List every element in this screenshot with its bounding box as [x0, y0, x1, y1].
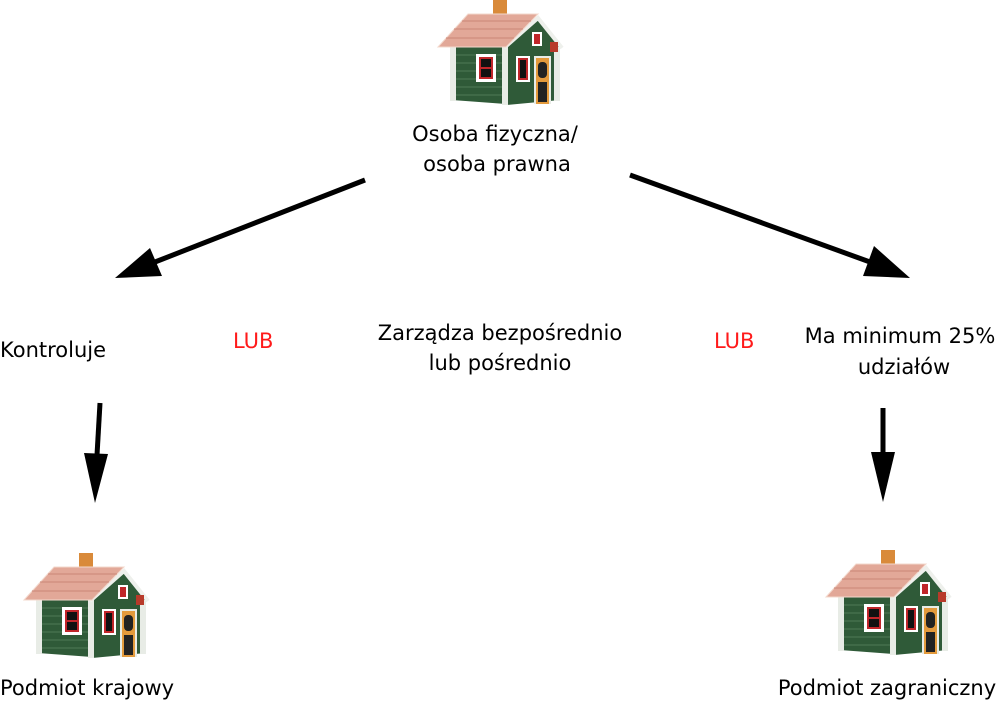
- foreign-entity-label: Podmiot zagraniczny: [777, 676, 997, 700]
- condition-shares-line2: udziałów: [857, 355, 951, 379]
- domestic-entity-house-icon: [22, 551, 150, 660]
- or-label-right: LUB: [714, 329, 755, 353]
- foreign-entity-house-icon: [824, 548, 952, 657]
- condition-controls: Kontroluje: [0, 338, 107, 362]
- condition-manages-line1: Zarządza bezpośrednio: [377, 321, 623, 345]
- arrow-down-right: [871, 408, 895, 502]
- or-label-left: LUB: [233, 329, 274, 353]
- condition-manages-line2: lub pośrednio: [428, 351, 572, 375]
- top-house-icon: [436, 0, 564, 107]
- arrow-to-right: [629, 172, 910, 278]
- arrow-to-left: [115, 177, 366, 278]
- top-node-line2: osoba prawna: [423, 152, 571, 176]
- top-node-line1: Osoba fizyczna/: [412, 122, 578, 146]
- domestic-entity-label: Podmiot krajowy: [0, 676, 175, 700]
- condition-shares-line1: Ma minimum 25%: [804, 324, 996, 348]
- arrow-down-left: [84, 402, 108, 503]
